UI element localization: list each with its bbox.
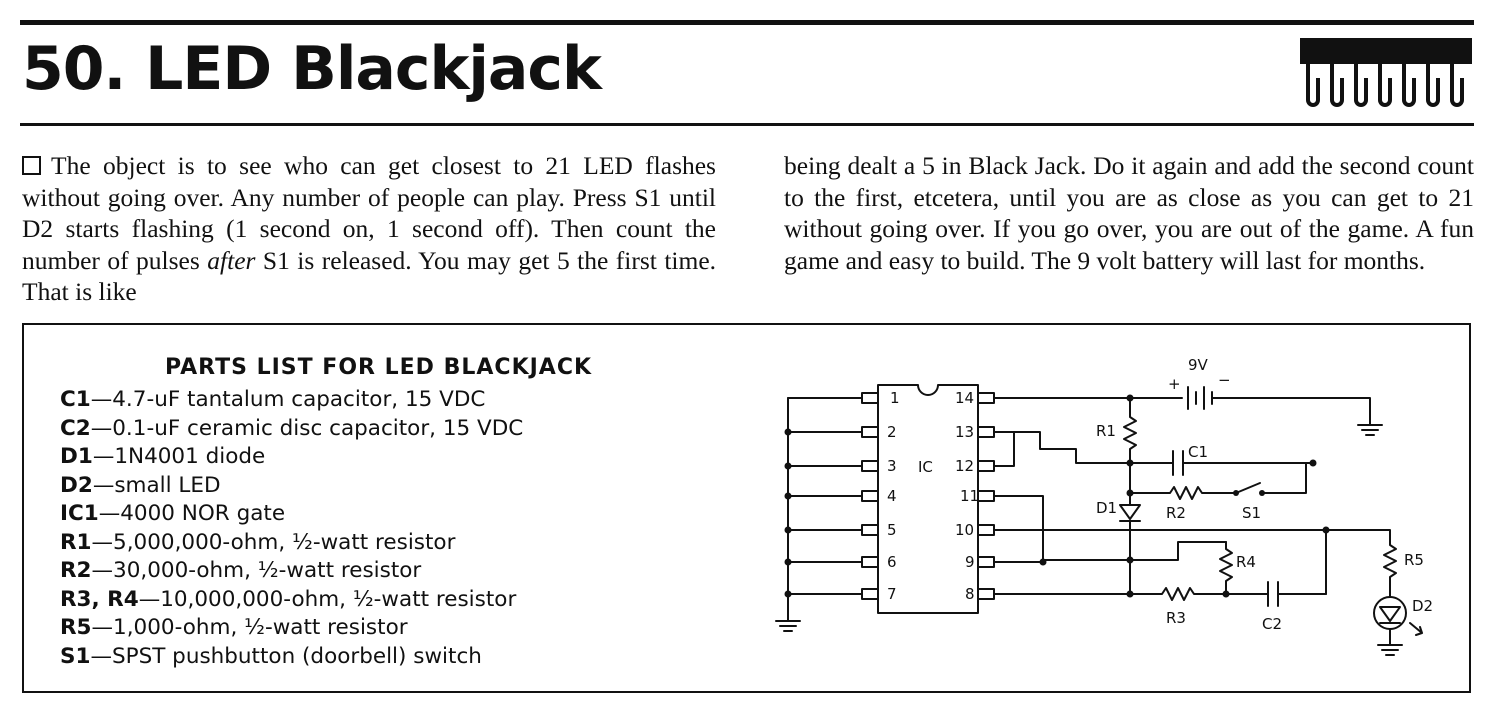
pin-label-6: 6 <box>887 553 897 571</box>
parts-and-schematic-box <box>22 323 1471 693</box>
pin-label-10: 10 <box>955 521 974 539</box>
ic-label: IC <box>918 458 933 476</box>
parts-list-item: D2—small LED <box>60 472 221 498</box>
parts-list-title: PARTS LIST FOR LED BLACKJACK <box>165 355 593 380</box>
circuit-schematic: 1 2 3 4 5 6 7 14 13 12 11 10 9 8 IC 9V +… <box>775 356 1433 656</box>
parts-list-item: R3, R4—10,000,000-ohm, ½-watt resistor <box>60 586 517 612</box>
battery-minus-label: − <box>1218 371 1231 389</box>
article-left-column: The object is to see who can get closest… <box>22 150 716 308</box>
pin-label-14: 14 <box>955 389 974 407</box>
article-right-column: being dealt a 5 in Black Jack. Do it aga… <box>784 151 1474 275</box>
d2-label: D2 <box>1412 597 1433 615</box>
top-rule <box>20 20 1474 25</box>
s1-label: S1 <box>1242 504 1261 522</box>
c1-label: C1 <box>1188 443 1208 461</box>
parts-list: C1—4.7-uF tantalum capacitor, 15 VDC C2—… <box>60 386 523 671</box>
parts-list-item: D1—1N4001 diode <box>60 444 266 469</box>
ic-chip-icon <box>1300 38 1472 107</box>
battery-plus-label: + <box>1168 375 1181 393</box>
pin-label-2: 2 <box>887 423 897 441</box>
page-title: 50. LED Blackjack <box>22 34 602 104</box>
parts-list-item: IC1—4000 NOR gate <box>60 501 286 526</box>
parts-list-item: R5—1,000-ohm, ½-watt resistor <box>60 615 408 640</box>
parts-list-item: C2—0.1-uF ceramic disc capacitor, 15 VDC <box>60 415 524 441</box>
pin-label-5: 5 <box>887 521 897 539</box>
r2-label: R2 <box>1166 504 1186 522</box>
parts-list-item: R1—5,000,000-ohm, ½-watt resistor <box>60 529 456 555</box>
pin-label-12: 12 <box>955 457 974 475</box>
article-text-part1: The object is to see who can get closest… <box>22 151 716 275</box>
pin-label-4: 4 <box>887 487 897 505</box>
title-underline-rule <box>20 123 1474 126</box>
pin-label-8: 8 <box>965 585 975 603</box>
pin-label-13: 13 <box>955 423 974 441</box>
ic-body <box>877 384 979 614</box>
r1-label: R1 <box>1096 422 1116 440</box>
checkbox-icon <box>22 156 41 175</box>
pin-label-7: 7 <box>887 585 897 603</box>
r3-label: R3 <box>1166 609 1186 627</box>
parts-list-item: S1—SPST pushbutton (doorbell) switch <box>60 643 482 669</box>
r4-label: R4 <box>1236 553 1256 571</box>
d1-label: D1 <box>1096 499 1117 517</box>
battery-label: 9V <box>1188 356 1209 374</box>
article-text-part2: S1 is released. You may get 5 the first … <box>22 245 717 307</box>
pin-label-9: 9 <box>965 553 975 571</box>
r5-label: R5 <box>1404 551 1424 569</box>
pin-label-1: 1 <box>890 389 900 407</box>
c2-label: C2 <box>1262 615 1282 633</box>
parts-list-item: C1—4.7-uF tantalum capacitor, 15 VDC <box>60 387 486 412</box>
article-italic-word: after <box>207 245 256 275</box>
pin-label-11: 11 <box>960 487 979 505</box>
pin-label-3: 3 <box>887 457 897 475</box>
parts-list-item: R2—30,000-ohm, ½-watt resistor <box>60 558 422 583</box>
